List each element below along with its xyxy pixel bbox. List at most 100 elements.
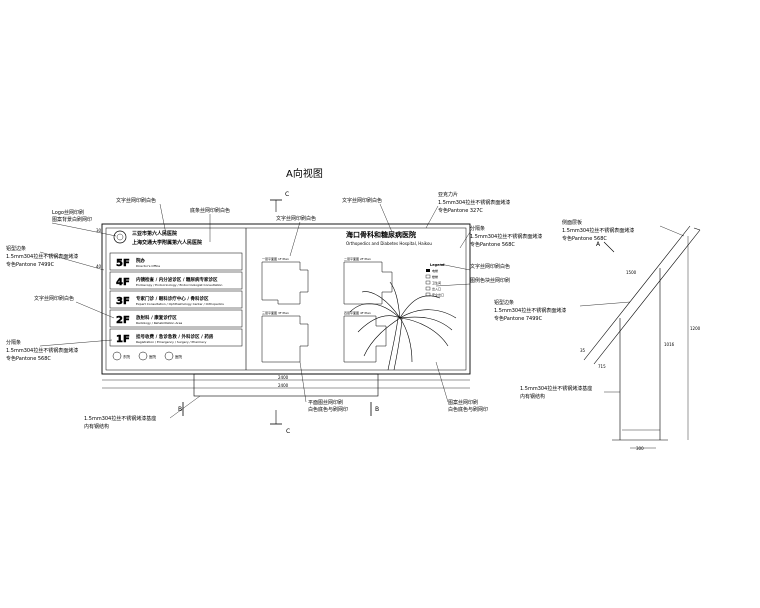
dim-frame-left: 30 — [96, 228, 102, 233]
floor-plan-3 — [261, 315, 309, 363]
anno-side-mid-color: 专色Pantone 7499C — [494, 315, 543, 322]
floor-plan-1 — [261, 261, 309, 305]
legend-item-3: 卫生间 — [432, 280, 441, 285]
top-annotations: 文字丝网印刷白色 底条丝网印刷白色 文字丝网印刷白色 文字丝网印刷白色 亚克力片… — [116, 191, 510, 257]
anno-left-panel-spec: 1.5mm304拉丝不锈钢表面烤漆 — [6, 347, 78, 354]
legend-title: Legend — [430, 263, 445, 267]
leader-divider-left — [39, 251, 105, 271]
anno-divider-left-spec: 1.5mm304拉丝不锈钢表面烤漆 — [6, 253, 78, 260]
floor-en-5f: Director's Office — [136, 264, 160, 268]
leader-left-panel — [39, 339, 113, 347]
anno-acrylic-title: 亚克力片 — [438, 191, 458, 198]
directory-panel: 5F 院办 Director's Office 4F 内镜检查 / 内分泌诊区 … — [109, 252, 243, 361]
floor-label-3f: 3F — [116, 296, 130, 307]
section-mark-b-left: B — [178, 406, 182, 413]
plan-label-4: 四层平面图 4F Plan — [344, 310, 371, 315]
side-slant-1 — [583, 225, 691, 361]
anno-plan-print1: 平面图丝网印刷 — [308, 399, 343, 406]
footer-icon-2-label: 医院 — [149, 354, 156, 359]
footer-icon-1-label: 东院 — [123, 354, 130, 359]
leader-plan-print — [299, 361, 307, 403]
floor-label-1f: 1F — [116, 334, 130, 345]
anno-side-mid-spec: 1.5mm304拉丝不锈钢表面烤漆 — [494, 307, 566, 314]
anno-divider-left-title: 铝型边条 — [6, 245, 26, 252]
view-a-label: A — [596, 241, 601, 248]
anno-stripe-white: 底条丝网印刷白色 — [190, 207, 230, 214]
side-view: A 1500 1200 1016 715 300 35 侧面层板 1.5mm30… — [494, 219, 701, 451]
dim-total-width: 2400 — [278, 375, 289, 380]
leader-text-white-3 — [379, 203, 393, 233]
anno-logo-print: Logo丝网印刷 — [52, 209, 84, 216]
anno-side-top-title: 侧面层板 — [562, 219, 582, 226]
floor-cn-3f: 专家门诊 / 眼科诊疗中心 / 骨科诊区 — [136, 295, 209, 302]
directory-row-2f — [109, 309, 243, 328]
leader-right-panel — [459, 231, 471, 249]
hospital-logo-line2: 上海交通大学附属第六人民医院 — [132, 239, 202, 246]
anno-logo-print2: 图案背景白刷网印 — [52, 216, 92, 223]
anno-pattern-print2: 白色底色与刷网印 — [448, 406, 488, 413]
anno-base-label: 1.5mm304拉丝不锈钢烤漆基座 — [84, 415, 156, 422]
leader-text-white-2 — [289, 221, 301, 257]
hospital-name-en: Orthopedics and Diabetes Hospital, Haiko… — [346, 241, 432, 246]
anno-text-white-5: 文字丝网印刷白色 — [470, 263, 510, 270]
leader-text-white-1 — [159, 203, 167, 235]
plan-label-1: 一层平面图 1F Plan — [262, 256, 289, 261]
legend-swatch-4 — [425, 286, 431, 291]
dim-side-d: 300 — [636, 446, 644, 451]
footer-icon-2 — [138, 351, 148, 361]
floor-label-5f: 5F — [116, 258, 130, 269]
left-annotations: Logo丝网印刷 图案背景白刷网印 铝型边条 1.5mm304拉丝不锈钢表面烤漆… — [6, 209, 201, 430]
floor-en-3f: Expert Consultation / Ophthalmology Cent… — [136, 302, 224, 306]
floor-label-2f: 2F — [116, 315, 130, 326]
dim-slant: 1500 — [626, 270, 637, 275]
plan-label-3: 三层平面图 3F Plan — [262, 310, 289, 315]
legend-item-1: 电梯 — [432, 268, 438, 273]
dim-inner-width: 2400 — [278, 383, 289, 388]
anno-divider-left-color: 专色Pantone 7499C — [6, 261, 55, 268]
directory-row-4f — [109, 271, 243, 290]
directory-row-3f — [109, 290, 243, 309]
floor-cn-1f: 挂号收费 / 急诊急救 / 外科诊区 / 药房 — [136, 333, 214, 340]
map-legend: Legend 电梯 楼梯 卫生间 出入口 安全出口 — [425, 263, 445, 297]
anno-right-panel-color: 专色Pantone 568C — [470, 241, 515, 248]
anno-plan-print2: 白色底色与刷网印 — [308, 406, 348, 413]
floor-en-1f: Registration / Emergency / Surgery / Pha… — [136, 340, 207, 344]
footer-icon-3-label: 医院 — [175, 354, 182, 359]
leader-text-white-left — [75, 301, 115, 319]
floor-en-4f: Endoscopy / Endocrinology / Endocrinolog… — [136, 283, 223, 287]
anno-text-white-2: 文字丝网印刷白色 — [276, 215, 316, 222]
section-mark-c-bottom: C — [286, 428, 290, 435]
floor-cn-5f: 院办 — [136, 257, 145, 264]
dim-height-side: 1200 — [690, 326, 701, 331]
leader-text-white-5 — [439, 263, 471, 271]
leader-side-top — [659, 225, 685, 237]
floor-plan-4 — [343, 315, 387, 363]
legend-swatch-2 — [425, 274, 431, 279]
floor-en-2f: Radiology / Rehabilitation Area — [136, 321, 182, 325]
hospital-logo-inner — [116, 233, 124, 241]
anno-text-white-3: 文字丝网印刷白色 — [342, 197, 382, 204]
anno-side-mid-title: 铝型边条 — [494, 299, 514, 306]
dim-side-a: 1016 — [664, 342, 675, 347]
leader-pattern-print — [435, 361, 449, 403]
bottom-annotations: 平面图丝网印刷 白色底色与刷网印 图案丝网印刷 白色底色与刷网印 — [299, 361, 488, 413]
floor-cn-2f: 放射科 / 康复诊疗区 — [135, 314, 177, 321]
anno-base-label2: 内有钢结构 — [84, 423, 109, 430]
leader-map-print — [435, 283, 471, 287]
floor-cn-4f: 内镜检查 / 内分泌诊区 / 糖尿病专家诊区 — [136, 276, 218, 283]
dim-side-c: 715 — [598, 364, 606, 369]
leader-side-mid — [579, 301, 631, 307]
leader-acrylic — [425, 205, 439, 229]
anno-side-base2: 内有钢结构 — [520, 393, 545, 400]
anno-left-panel-title: 分隔条 — [6, 339, 21, 346]
directory-row-1f — [109, 328, 243, 347]
legend-item-2: 楼梯 — [432, 274, 438, 279]
plan-label-2: 二层平面图 2F Plan — [344, 256, 371, 261]
dim-side-e: 35 — [580, 348, 586, 353]
floor-label-4f: 4F — [116, 277, 130, 288]
floor-plans: 一层平面图 1F Plan 二层平面图 2F Plan 三层平面图 3F Pla… — [261, 256, 393, 363]
side-slant-2 — [593, 229, 701, 365]
sign-base — [193, 373, 379, 397]
right-annotations: 分隔条 1.5mm304拉丝不锈钢表面烤漆 专色Pantone 568C 文字丝… — [435, 225, 542, 287]
